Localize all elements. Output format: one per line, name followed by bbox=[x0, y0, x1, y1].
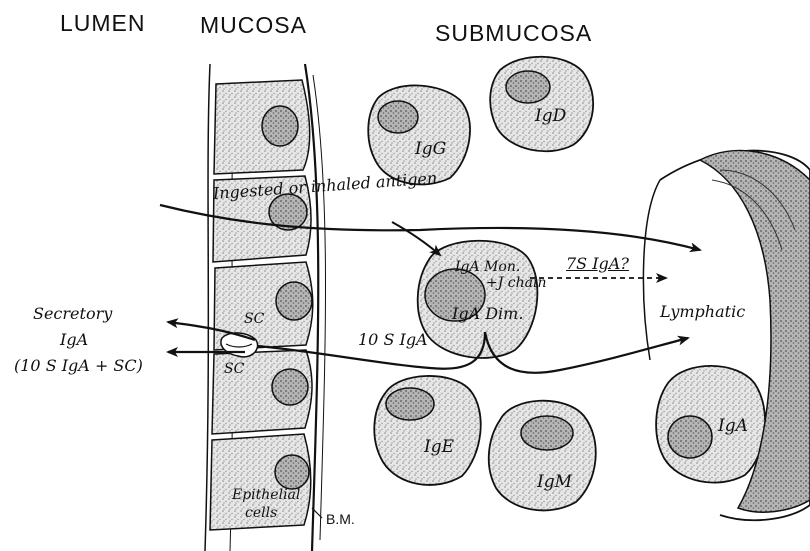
cell-label-ige: IgE bbox=[424, 439, 454, 456]
plasma-cell-igm bbox=[489, 401, 596, 511]
label-seven-s-iga: 7S IgA? bbox=[566, 256, 629, 272]
region-mucosa: MUCOSA bbox=[200, 14, 307, 37]
label-j-chain: +J chain bbox=[486, 276, 547, 290]
label-secretory-line1: Secretory bbox=[33, 306, 112, 322]
label-epithelial-line2: cells bbox=[245, 506, 277, 520]
region-submucosa: SUBMUCOSA bbox=[435, 22, 592, 45]
epithelial-cell-1 bbox=[214, 80, 310, 174]
label-sc-upper: SC bbox=[244, 312, 264, 326]
plasma-cell-iga-lymphatic bbox=[656, 366, 765, 483]
region-lumen: LUMEN bbox=[60, 12, 146, 35]
antigen-to-plasma-arrow bbox=[392, 222, 440, 255]
label-iga-dim: IgA Dim. bbox=[452, 306, 523, 322]
label-epithelial-line1: Epithelial bbox=[232, 488, 300, 502]
label-secretory-line3: (10 S IgA + SC) bbox=[14, 358, 143, 374]
cell-label-igd: IgD bbox=[535, 108, 566, 125]
label-basement-membrane: B.M. bbox=[326, 512, 355, 526]
label-secretory-line2: IgA bbox=[60, 332, 88, 348]
label-sc-lower: SC bbox=[224, 362, 244, 376]
cell-label-iga: IgA bbox=[718, 418, 748, 435]
label-iga-mon: IgA Mon. bbox=[455, 260, 520, 274]
label-lymphatic: Lymphatic bbox=[660, 304, 745, 320]
cell-label-igg: IgG bbox=[415, 141, 446, 158]
plasma-cell-ige bbox=[374, 376, 480, 485]
label-ten-s-iga: 10 S IgA bbox=[358, 332, 428, 348]
plasma-cell-igd bbox=[490, 57, 593, 152]
cell-label-igm: IgM bbox=[537, 474, 572, 491]
